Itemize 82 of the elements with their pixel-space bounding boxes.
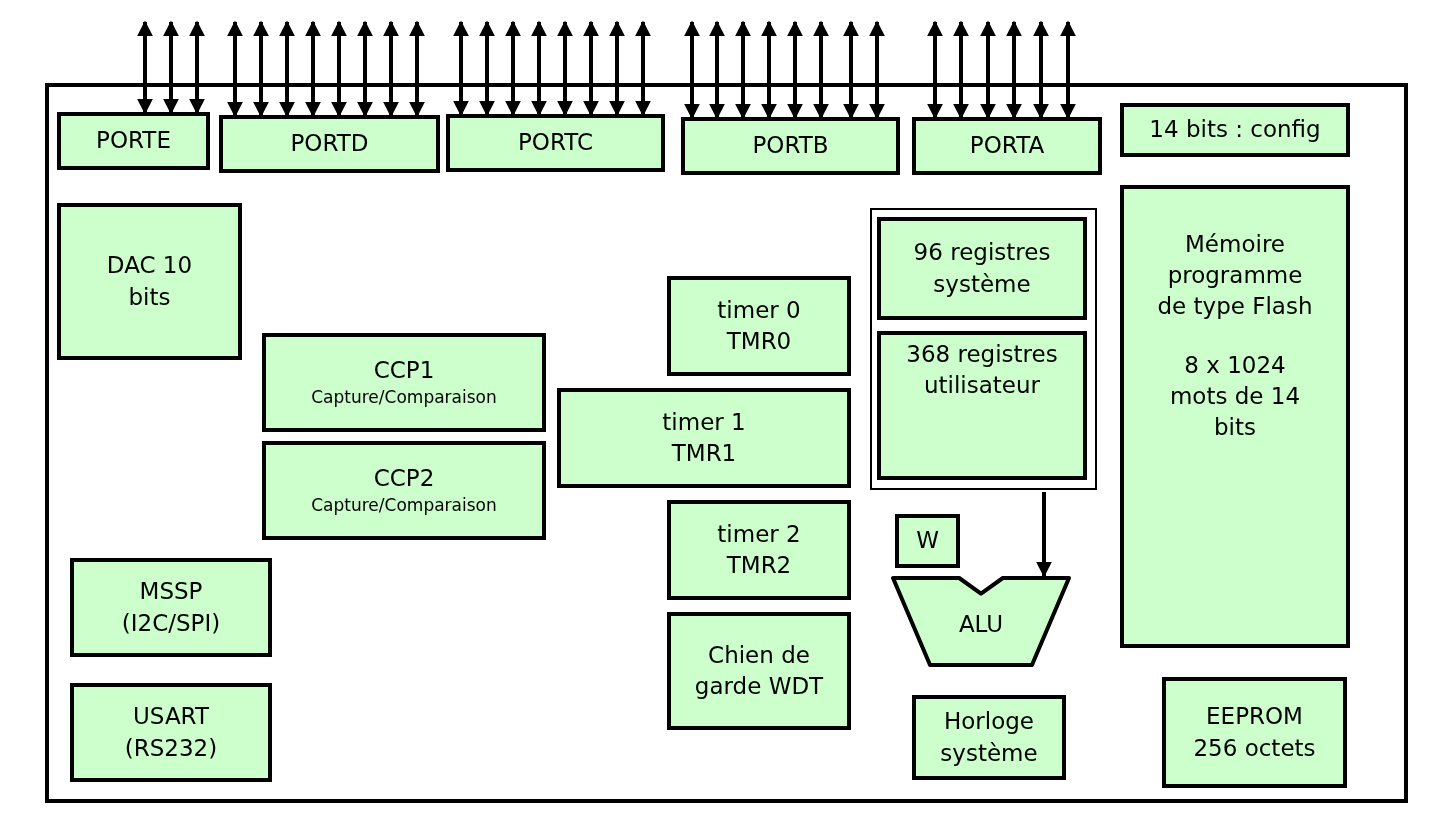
config-block — [1120, 103, 1350, 157]
block-label: 96 registres système — [912, 238, 1052, 299]
bidirectional-arrow — [813, 20, 829, 120]
register-block — [895, 514, 960, 568]
block-label: Horloge système — [939, 707, 1039, 768]
memory-block — [1162, 677, 1347, 788]
block-label: W — [916, 526, 939, 556]
block-label: MSSP (I2C/SPI) — [120, 577, 222, 638]
bidirectional-arrow — [137, 20, 153, 115]
bidirectional-arrow — [609, 20, 625, 117]
converter-block — [57, 203, 242, 360]
timer-block — [667, 276, 851, 376]
bidirectional-arrow — [1006, 20, 1022, 120]
bidirectional-arrow — [331, 20, 347, 118]
bidirectional-arrow — [635, 20, 651, 117]
block-label: timer 1 TMR1 — [661, 407, 747, 468]
block-label: USART (RS232) — [123, 702, 219, 763]
port-block — [446, 114, 665, 172]
serial-block — [70, 558, 272, 657]
bidirectional-arrow — [735, 20, 751, 120]
bidirectional-arrow — [843, 20, 859, 120]
bidirectional-arrow — [709, 20, 725, 120]
register-block — [877, 331, 1087, 480]
block-label: PORTA — [969, 131, 1045, 161]
bidirectional-arrow — [479, 20, 495, 117]
bidirectional-arrow — [927, 20, 943, 120]
block-label: PORTE — [96, 126, 171, 156]
chip-outline — [45, 83, 1408, 803]
bidirectional-arrow — [684, 20, 700, 120]
bidirectional-arrow — [557, 20, 573, 117]
bidirectional-arrow — [409, 20, 425, 118]
capture-block — [262, 441, 546, 540]
block-label: 14 bits : config — [1149, 115, 1321, 145]
block-label: ALU — [958, 609, 1004, 639]
block-label: Mémoire programme de type Flash — [1156, 230, 1314, 322]
bidirectional-arrow — [279, 20, 295, 118]
block-subtitle: Capture/Comparaison — [311, 386, 497, 410]
bidirectional-arrow — [953, 20, 969, 120]
clock-block — [912, 695, 1066, 780]
block-label: CCP2 — [373, 464, 435, 494]
port-block — [57, 112, 210, 170]
bidirectional-arrow — [583, 20, 599, 117]
bidirectional-arrow — [357, 20, 373, 118]
block-label: 368 registres utilisateur — [905, 340, 1059, 401]
block-label: Chien de garde WDT — [694, 640, 824, 701]
bidirectional-arrow — [227, 20, 243, 118]
memory-block — [1120, 185, 1350, 648]
register-block — [877, 217, 1087, 320]
port-block — [681, 117, 900, 175]
block-label: DAC 10 bits — [105, 251, 194, 312]
bidirectional-arrow — [1060, 20, 1076, 120]
bidirectional-arrow — [505, 20, 521, 117]
timer-block — [557, 388, 851, 488]
block-subtitle: 8 x 1024 mots de 14 bits — [1168, 351, 1302, 443]
bidirectional-arrow — [189, 20, 205, 115]
timer-block — [667, 500, 851, 600]
bidirectional-arrow — [253, 20, 269, 118]
bidirectional-arrow — [453, 20, 469, 117]
bidirectional-arrow — [787, 20, 803, 120]
block-subtitle: Capture/Comparaison — [311, 494, 497, 518]
block-label: timer 0 TMR0 — [716, 295, 802, 356]
bidirectional-arrow — [383, 20, 399, 118]
block-label: CCP1 — [373, 356, 435, 386]
register-file-frame — [870, 208, 1097, 490]
port-block — [219, 115, 440, 173]
bidirectional-arrow — [531, 20, 547, 117]
block-label: EEPROM 256 octets — [1192, 702, 1317, 763]
bidirectional-arrow — [869, 20, 885, 120]
block-label: PORTC — [517, 128, 593, 158]
bidirectional-arrow — [761, 20, 777, 120]
bidirectional-arrow — [305, 20, 321, 118]
serial-block — [70, 683, 272, 782]
bidirectional-arrow — [1033, 20, 1049, 120]
watchdog-block — [667, 612, 851, 730]
block-label: timer 2 TMR2 — [716, 519, 802, 580]
port-block — [912, 117, 1102, 175]
block-label: PORTD — [290, 129, 369, 159]
bidirectional-arrow — [980, 20, 996, 120]
bidirectional-arrow — [163, 20, 179, 115]
block-label: PORTB — [752, 131, 829, 161]
capture-block — [262, 333, 546, 432]
arrow — [1036, 492, 1052, 578]
